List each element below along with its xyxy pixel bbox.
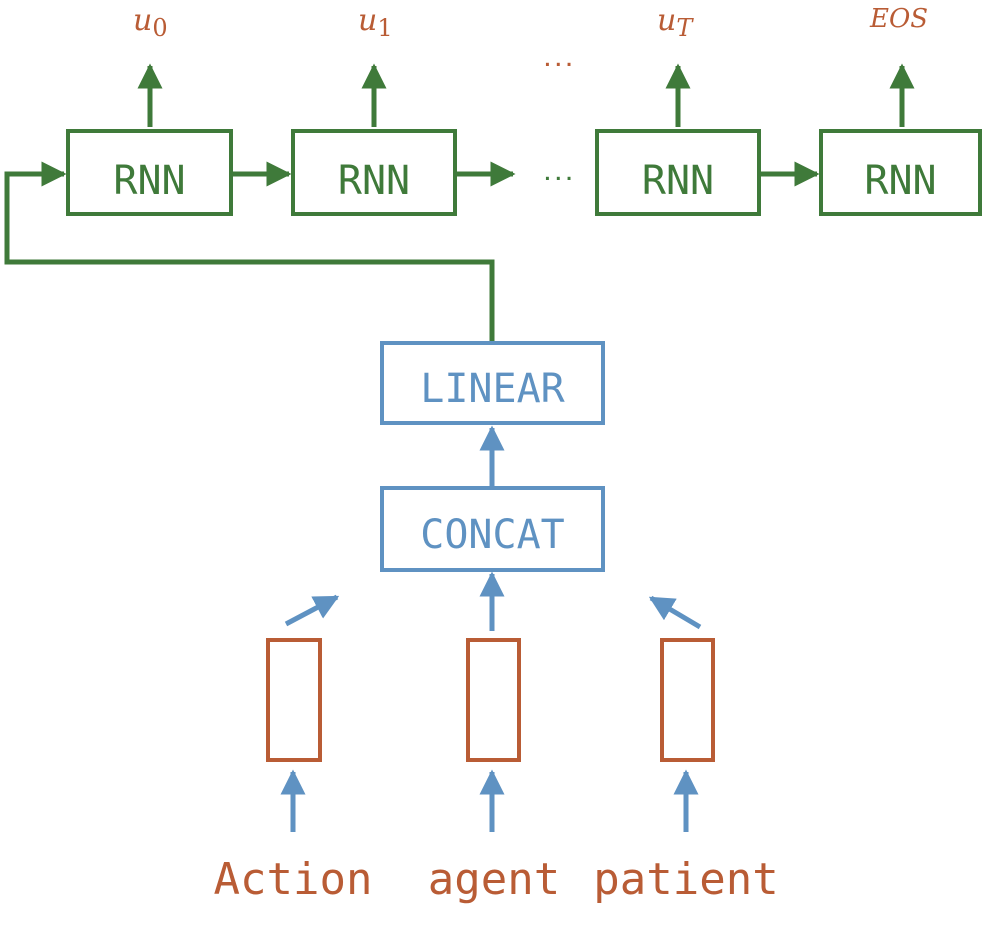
linear-to-rnn-connector [4,161,495,344]
embedding-box-agent [466,638,521,762]
concat-box: CONCAT [380,486,605,572]
rnn-box-2: RNN [291,129,457,216]
output-ellipsis: ... [542,50,575,71]
rnn-box-4-label: RNN [864,158,936,204]
rnn-box-1: RNN [66,129,233,216]
rnn-box-3-label: RNN [642,158,714,204]
output-u1-sub: 1 [377,14,392,42]
output-uT-base: u [657,3,676,38]
concat-label: CONCAT [420,512,565,558]
embedding-left-arrow [284,594,340,627]
output-u0-base: u [133,3,152,38]
input-label-patient: patient [593,854,778,905]
embedding-box-patient [660,638,715,762]
output-u0-sub: 0 [152,14,167,42]
rnn-ellipsis: ... [542,164,575,185]
input-label-agent: agent [428,854,560,905]
output-u0: u0 [133,3,168,42]
output-u1: u1 [358,3,393,42]
rnn-box-2-label: RNN [338,158,410,204]
linear-box: LINEAR [380,341,605,425]
output-uT: uT [657,3,694,42]
rnn-box-1-label: RNN [113,158,185,204]
output-eos: EOS [869,4,928,34]
output-u1-base: u [358,3,377,38]
linear-label: LINEAR [420,366,565,412]
output-uT-sub: T [676,14,694,42]
input-label-action: Action [214,854,373,905]
rnn-box-4: RNN [819,129,982,216]
rnn-box-3: RNN [595,129,761,216]
embedding-right-arrow [648,595,702,630]
embedding-box-action [266,638,322,762]
